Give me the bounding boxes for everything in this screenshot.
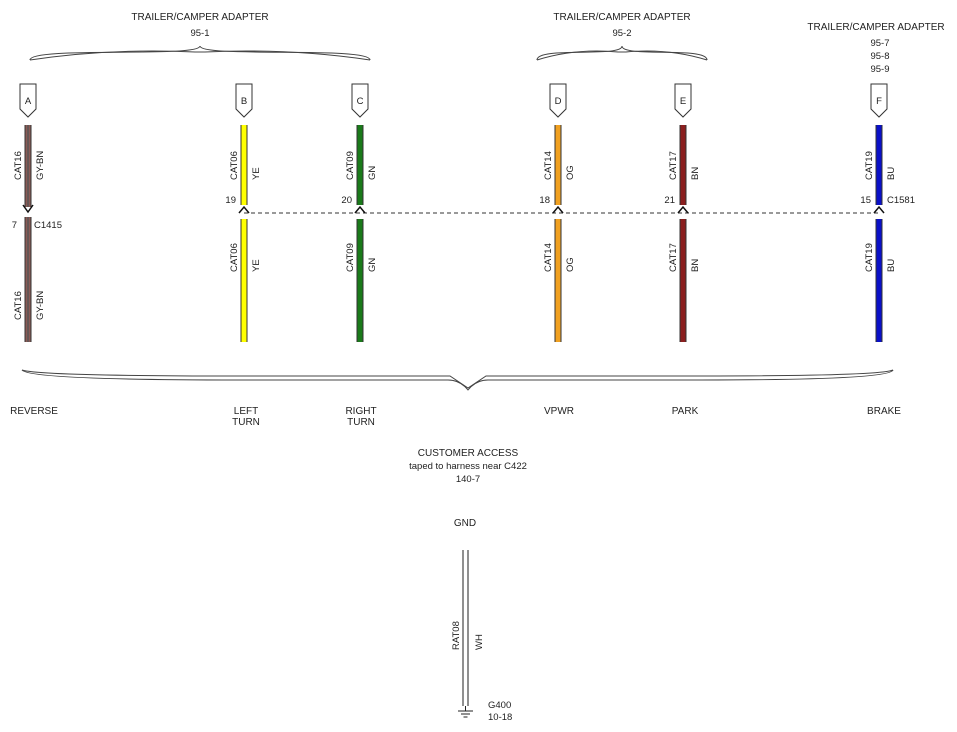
pin-a-number: 7 — [12, 220, 17, 231]
group-1-brace-inner — [29, 50, 371, 61]
pin-f-letter: F — [876, 96, 882, 107]
wire-d-lower-color: OG — [565, 257, 576, 272]
connector-c1415-label: C1415 — [34, 220, 62, 231]
connector-a-chevron-icon — [22, 204, 34, 214]
function-a-label-0: REVERSE — [10, 406, 58, 417]
pin-e-flag — [674, 83, 692, 118]
group-2-brace — [536, 45, 708, 61]
wire-a-lower-color: GY-BN — [35, 291, 46, 320]
connector-d-chevron-icon — [552, 205, 564, 214]
wire-a-lower-cat: CAT16 — [13, 291, 24, 320]
group-1-ref: 95-1 — [190, 28, 209, 39]
function-b-label-0: LEFT — [234, 406, 258, 417]
ground-point-ref: 10-18 — [488, 712, 512, 723]
function-c-label-1: TURN — [347, 417, 375, 428]
pin-f-number: 15 — [860, 195, 871, 206]
pin-b-letter: B — [241, 96, 247, 107]
pin-e-number: 21 — [664, 195, 675, 206]
wire-c-upper-cat: CAT09 — [345, 151, 356, 180]
wire-a-upper-cat: CAT16 — [13, 151, 24, 180]
pin-b-flag — [235, 83, 253, 118]
bottom-brace — [21, 369, 894, 391]
pin-d-flag — [549, 83, 567, 118]
connector-c1581-label: C1581 — [887, 195, 915, 206]
wire-b-upper-cat: CAT06 — [229, 151, 240, 180]
gnd-wire-cat: RAT08 — [451, 621, 462, 650]
wire-b-lower-color: YE — [251, 259, 262, 272]
customer-access-title: CUSTOMER ACCESS — [418, 448, 519, 459]
gnd-wire-color: WH — [474, 634, 485, 650]
wire-e-lower-cat: CAT17 — [668, 243, 679, 272]
connector-f-chevron-icon — [873, 205, 885, 214]
group-2-title: TRAILER/CAMPER ADAPTER — [553, 12, 690, 23]
group-3-ref-3: 95-9 — [870, 64, 889, 75]
connector-c-chevron-icon — [354, 205, 366, 214]
connector-e-chevron-icon — [677, 205, 689, 214]
wire-e-upper-cat: CAT17 — [668, 151, 679, 180]
group-1-brace — [29, 45, 371, 61]
wire-f-upper-color: BU — [886, 167, 897, 180]
pin-b-number: 19 — [225, 195, 236, 206]
group-3-title: TRAILER/CAMPER ADAPTER — [807, 22, 944, 33]
function-e-label-0: PARK — [672, 406, 699, 417]
ground-symbol-icon — [458, 706, 473, 718]
customer-access-ref: 140-7 — [456, 474, 480, 485]
wire-c-upper-color: GN — [367, 166, 378, 180]
wire-b-lower-cat: CAT06 — [229, 243, 240, 272]
pin-f-flag — [870, 83, 888, 118]
wire-a-upper-color: GY-BN — [35, 151, 46, 180]
pin-c-number: 20 — [341, 195, 352, 206]
wire-b-upper-color: YE — [251, 167, 262, 180]
customer-access-note: taped to harness near C422 — [409, 461, 527, 472]
group-3-ref-2: 95-8 — [870, 51, 889, 62]
function-b-label-1: TURN — [232, 417, 260, 428]
group-2-brace-inner — [536, 50, 708, 61]
pin-d-number: 18 — [539, 195, 550, 206]
group-3-ref-1: 95-7 — [870, 38, 889, 49]
pin-c-letter: C — [357, 96, 364, 107]
function-c-label-0: RIGHT — [345, 406, 376, 417]
group-2-ref: 95-2 — [612, 28, 631, 39]
pin-a-letter: A — [25, 96, 32, 107]
function-f-label-0: BRAKE — [867, 406, 901, 417]
pin-d-letter: D — [555, 96, 562, 107]
pin-e-letter: E — [680, 96, 686, 107]
gnd-label: GND — [454, 518, 476, 529]
connector-b-chevron-icon — [238, 205, 250, 214]
wire-e-upper-color: BN — [690, 167, 701, 180]
wire-c-lower-cat: CAT09 — [345, 243, 356, 272]
wire-f-upper-cat: CAT19 — [864, 151, 875, 180]
wire-f-lower-color: BU — [886, 259, 897, 272]
ground-point-label: G400 — [488, 700, 511, 711]
wire-d-upper-color: OG — [565, 165, 576, 180]
wire-d-lower-cat: CAT14 — [543, 243, 554, 272]
bottom-brace-inner — [21, 369, 894, 389]
wire-f-lower-cat: CAT19 — [864, 243, 875, 272]
pin-c-flag — [351, 83, 369, 118]
pin-a-flag — [19, 83, 37, 118]
wire-d-upper-cat: CAT14 — [543, 151, 554, 180]
function-d-label-0: VPWR — [544, 406, 574, 417]
wire-e-lower-color: BN — [690, 259, 701, 272]
wire-c-lower-color: GN — [367, 258, 378, 272]
group-1-title: TRAILER/CAMPER ADAPTER — [131, 12, 268, 23]
